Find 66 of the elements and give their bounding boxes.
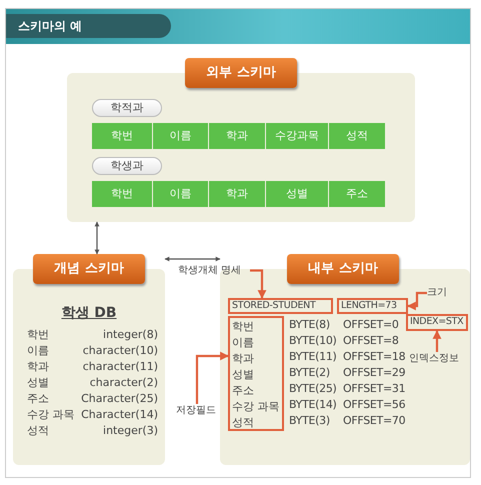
- leader-line: [407, 292, 427, 310]
- table-text: BYTE(8): [289, 318, 330, 332]
- field-name: 주소: [232, 384, 254, 398]
- table-text: Character(25): [81, 392, 158, 406]
- annotation: 학생개체 명세: [178, 264, 250, 277]
- field-name: 성적: [232, 416, 254, 430]
- field-cell: 학번: [92, 123, 152, 149]
- table-text: 학과: [27, 360, 49, 374]
- field-cell: 주소: [329, 181, 385, 207]
- leader-line: [432, 330, 442, 352]
- field-cell: 성별: [266, 181, 328, 207]
- table-text: 주소: [27, 392, 49, 406]
- table-text: OFFSET=29: [343, 366, 406, 380]
- field-list-box: [228, 316, 284, 431]
- group-label: 학생과: [92, 157, 162, 175]
- table-text: BYTE(25): [289, 382, 337, 396]
- table-text: 수강 과목: [27, 408, 74, 422]
- table-text: BYTE(3): [289, 414, 330, 428]
- field-name: 학번: [232, 320, 254, 334]
- table-text: OFFSET=31: [343, 382, 406, 396]
- annotation: 인덱스정보: [409, 352, 469, 366]
- leader-line: [196, 352, 229, 404]
- arrow: [94, 222, 100, 254]
- group-label: 학적과: [92, 99, 162, 117]
- table-text: OFFSET=70: [343, 414, 406, 428]
- table-text: 성적: [27, 424, 49, 438]
- table-text: BYTE(10): [289, 334, 337, 348]
- field-cell: 학과: [209, 123, 265, 149]
- table-text: OFFSET=56: [343, 398, 406, 412]
- field-cell: 이름: [153, 123, 208, 149]
- arrow: [164, 256, 220, 262]
- title-badge: 개념 스키마: [33, 254, 145, 284]
- table-text: OFFSET=0: [343, 318, 399, 332]
- table-text: integer(3): [103, 424, 158, 438]
- field-cell: 이름: [153, 181, 208, 207]
- field-cell: 성적: [329, 123, 385, 149]
- field-cell: 학번: [92, 181, 152, 207]
- table-text: character(11): [82, 360, 158, 374]
- table-text: character(2): [90, 376, 158, 390]
- annotation: 저장필드: [176, 404, 218, 418]
- table-text: BYTE(2): [289, 366, 330, 380]
- outlined-text: STORED-STUDENT: [228, 298, 333, 314]
- table-text: 이름: [27, 344, 49, 358]
- table-text: OFFSET=18: [343, 350, 406, 364]
- field-cell: 학과: [209, 181, 265, 207]
- title-badge: 내부 스키마: [287, 254, 399, 284]
- field-name: 이름: [232, 336, 254, 350]
- field-name: 학과: [232, 352, 254, 366]
- leader-line: [250, 269, 266, 299]
- table-heading: 학생 DB: [60, 304, 118, 322]
- field-cell: 수강과목: [266, 123, 328, 149]
- table-text: 학번: [27, 328, 49, 342]
- outlined-text: LENGTH=73: [337, 298, 408, 314]
- title: 스키마의 예: [6, 14, 171, 38]
- table-text: OFFSET=8: [343, 334, 399, 348]
- outlined-text: INDEX=STX: [406, 314, 468, 331]
- table-text: Character(14): [81, 408, 158, 422]
- field-name: 성별: [232, 368, 254, 382]
- table-text: integer(8): [103, 328, 158, 342]
- annotation: 크기: [427, 286, 457, 300]
- table-text: BYTE(11): [289, 350, 337, 364]
- field-name: 수강 과목: [232, 400, 280, 414]
- table-text: 성별: [27, 376, 49, 390]
- table-text: character(10): [82, 344, 158, 358]
- title-badge: 외부 스키마: [185, 58, 297, 88]
- table-text: BYTE(14): [289, 398, 337, 412]
